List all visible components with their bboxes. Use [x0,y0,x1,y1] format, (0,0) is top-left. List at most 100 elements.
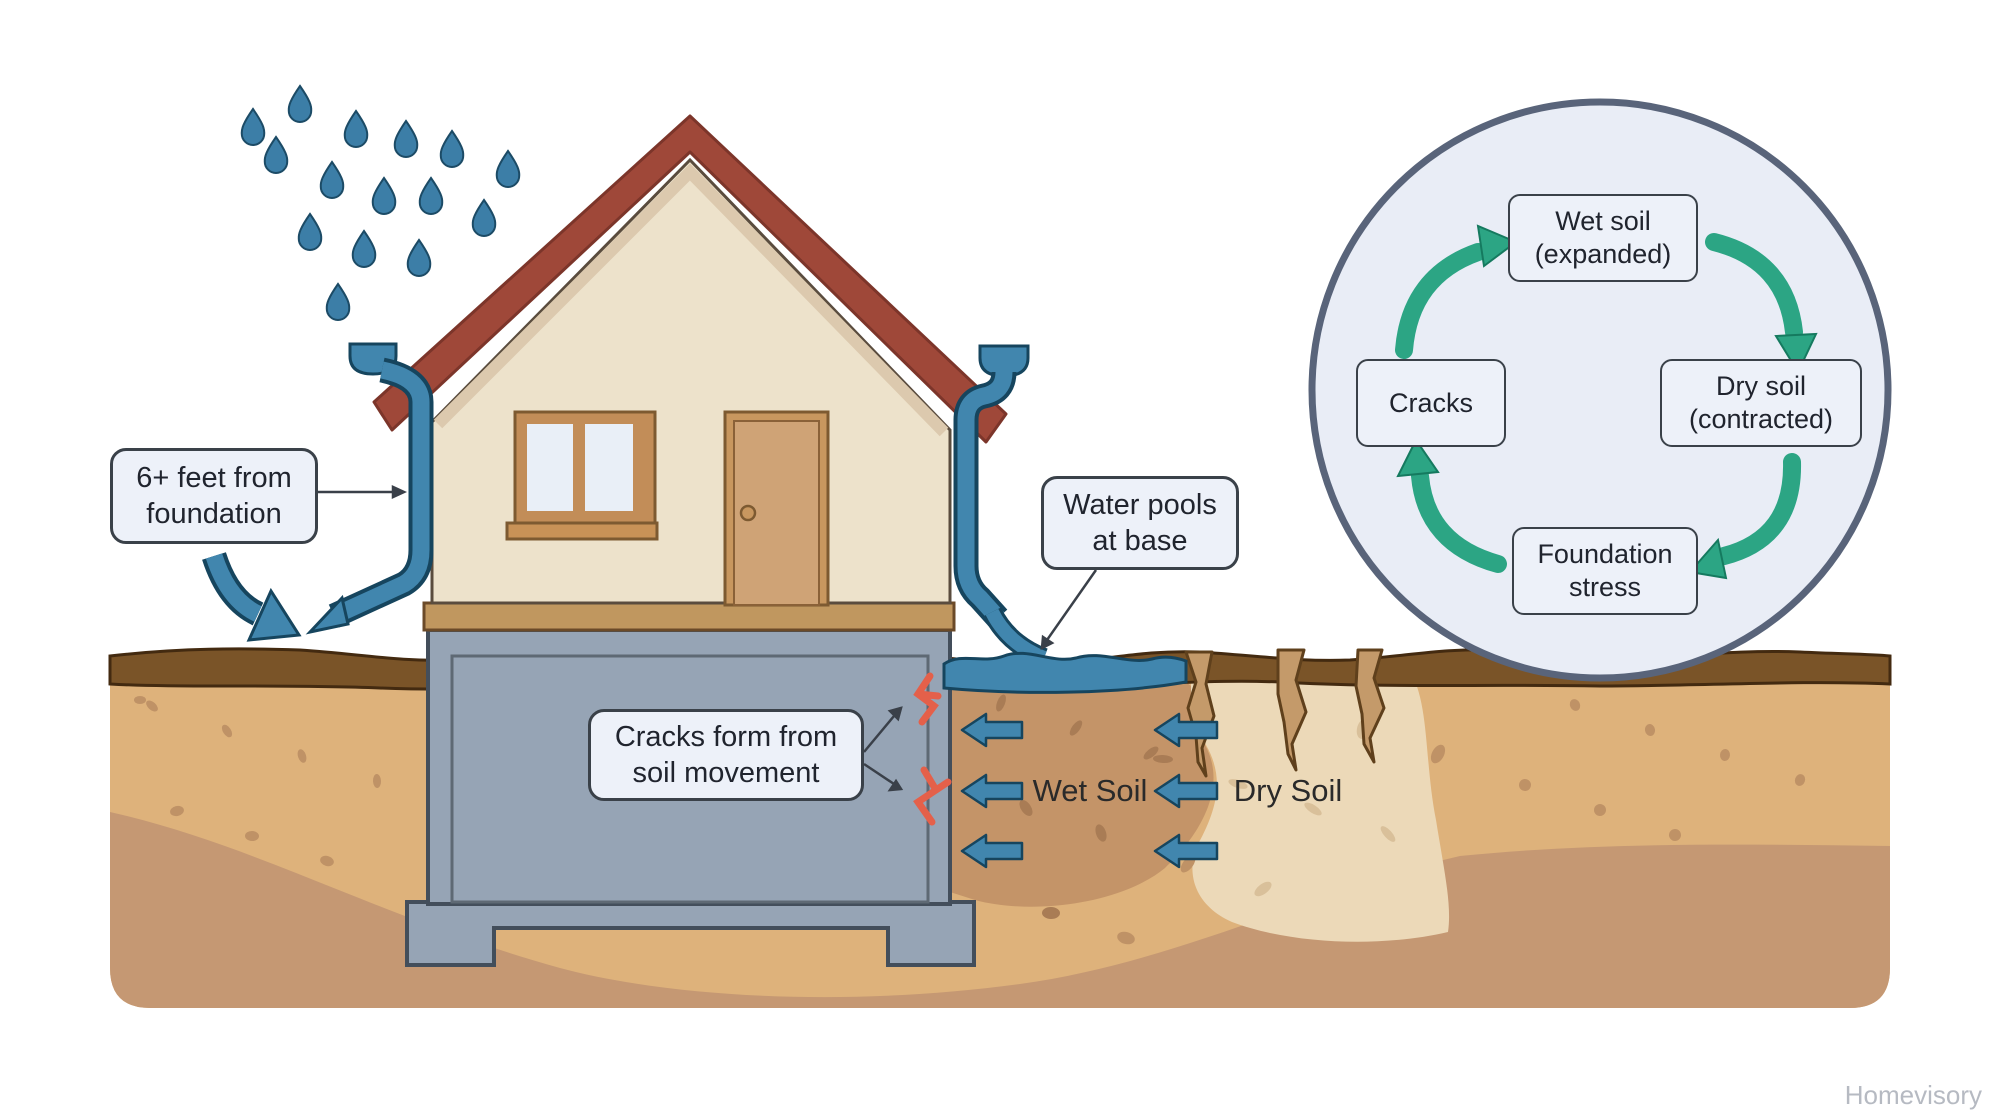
leader-water-pools [1045,569,1098,641]
downspout-left-outlet [305,594,350,635]
raindrop-icon [287,84,313,123]
cycle-step-dry-soil: Dry soil (contracted) [1660,359,1862,447]
leader-lines [318,485,1098,792]
watermark: Homevisory [1844,1080,1982,1110]
leader-arrowhead-icon [887,706,903,722]
raindrop-icon [240,107,266,146]
cycle-arrowhead-icon [1476,224,1518,268]
extension-arrowhead-icon [246,587,302,642]
soil-deep-layer [110,812,1890,1008]
leader-cracks-top [863,715,895,753]
soil-speckle [1519,778,1531,791]
leader-arrowhead-icon [391,485,408,499]
dry-crack-icon [1276,648,1308,772]
soil-speckle [170,805,184,817]
wet-soil-label: Wet Soil [1032,773,1148,808]
soil-speckle [1380,826,1396,842]
soil-speckle [1143,746,1159,760]
cycle-diagram [1308,98,1892,682]
foundation-crack-icon [913,672,942,726]
soil-speckle [1095,824,1107,842]
soil-speckle [1644,724,1656,736]
window-sill [505,521,659,541]
dry-soil-region [1190,666,1450,942]
pressure-arrow-icon [960,773,1024,809]
cycle-arrowhead-icon [1688,537,1728,580]
soil-speckle [1117,931,1135,945]
pressure-arrow-icon [1153,773,1219,809]
soil-speckle [221,724,233,738]
pressure-arrow-icon [1153,712,1219,748]
cycle-step-cracks: Cracks [1356,359,1506,447]
raindrop-icon [495,149,521,188]
downspout-extension-arrow [202,551,302,642]
soil-speckle [996,694,1006,712]
raindrop-icon [297,212,323,251]
pressure-arrow-icon [1153,833,1219,869]
rain-icon [240,84,521,321]
soil-speckle [1719,749,1731,761]
callout-water-pools: Water pools at base [1041,476,1239,570]
cycle-arrow-dry-to-stress [1715,453,1802,565]
raindrop-icon [325,282,351,321]
door [723,410,830,607]
soil-speckle [320,855,334,867]
raindrop-icon [371,176,397,215]
dry-soil-cracks [1184,648,1386,778]
dry-soil-label: Dry Soil [1233,773,1343,808]
soil-speckle [1794,774,1806,786]
soil-speckle [146,700,158,712]
raindrop-icon [439,129,465,168]
cycle-arrow-cracks-to-wet [1395,243,1487,359]
raindrop-icon [393,119,419,158]
water-pool [942,651,1188,694]
soil-speckle [1669,829,1681,841]
soil-speckle [1042,906,1060,920]
raindrop-icon [263,135,289,174]
downspout-left [330,361,430,624]
soil-speckle [1228,779,1248,789]
window [505,410,659,541]
discharge-stream [985,608,1047,665]
roof [372,114,1008,444]
downspout-right [957,371,1013,624]
raindrop-icon [471,198,497,237]
soil-speckle [134,696,146,704]
gable-trim [433,163,949,437]
cycle-arrow-stress-to-cracks [1411,467,1507,573]
foundation-crack-icon [913,766,952,826]
cycle-arrowhead-icon [1774,332,1818,375]
foundation-footing [405,900,976,967]
soil-speckle [1254,881,1272,897]
soil-speckle [1430,744,1446,764]
cycle-arrowhead-icon [1396,438,1440,478]
leader-arrowhead-icon [1040,634,1055,651]
extension-arrow-shaft [205,553,262,622]
soil-speckle [1019,800,1033,816]
soil-speckle [297,749,307,763]
cycle-arrow-wet-to-dry [1705,233,1803,341]
callout-six-feet: 6+ feet from foundation [110,448,318,544]
ground [108,647,1892,1008]
raindrop-icon [343,109,369,148]
cycle-step-foundation-stress: Foundation stress [1512,527,1698,615]
door-knob-icon [739,504,757,522]
soil-speckle [245,830,259,842]
pressure-arrow-icon [960,712,1024,748]
raindrop-icon [418,176,444,215]
window-pane [527,424,573,511]
foundation-cracks [913,672,952,826]
house [372,114,1008,967]
dry-crack-icon [1354,648,1386,764]
gutter-right-icon [978,344,1030,378]
cycle-step-wet-soil: Wet soil (expanded) [1508,194,1698,282]
soil-speckle [372,774,382,788]
soil-pressure-arrows [960,712,1219,869]
soil-speckle [1304,802,1322,816]
sill-band [422,601,956,632]
drainage [305,342,1188,694]
raindrop-icon [406,238,432,277]
dry-crack-icon [1184,650,1216,778]
